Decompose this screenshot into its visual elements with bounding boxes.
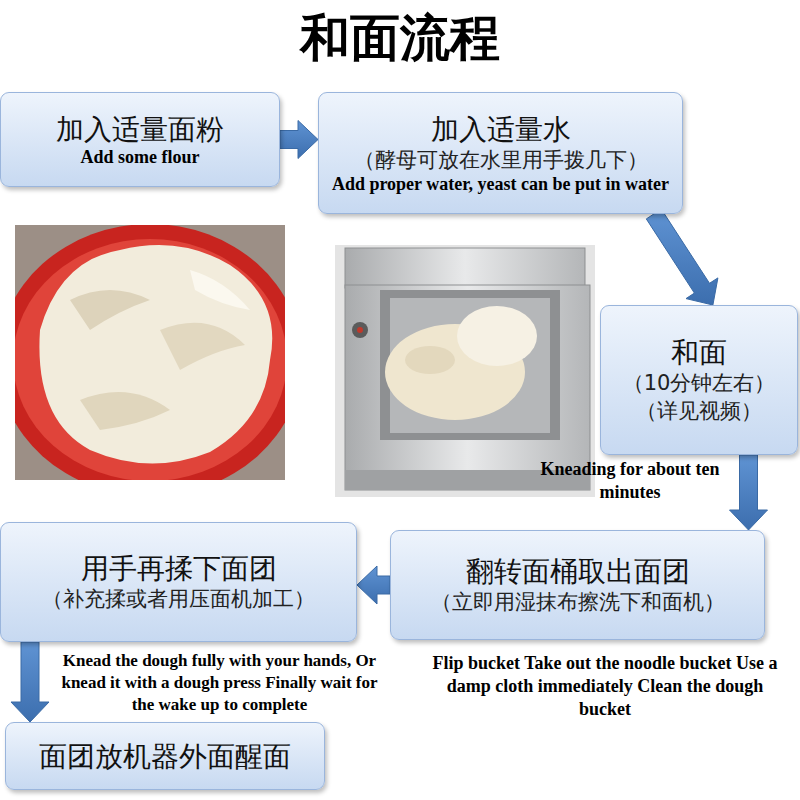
step-note: （10分钟左右） <box>623 370 776 397</box>
step-heading: 加入适量水 <box>431 112 571 147</box>
step-translation: Add proper water, yeast can be put in wa… <box>332 174 669 195</box>
step-note: （立即用湿抹布擦洗下和面机） <box>431 589 725 616</box>
flow-arrow <box>11 642 49 722</box>
process-box: 和面（10分钟左右）（详见视频） <box>600 305 798 455</box>
mixer-lid <box>345 248 585 288</box>
dough-shade <box>70 290 150 330</box>
step-note: （补充揉或者用压面机加工） <box>42 586 315 613</box>
process-box: 加入适量面粉Add some flour <box>0 92 280 187</box>
mixer-knob-light <box>357 327 363 333</box>
process-box: 面团放机器外面醒面 <box>5 722 325 790</box>
bowl-inside <box>15 239 285 480</box>
dough-shade <box>80 392 170 430</box>
process-box: 用手再揉下面团（补充揉或者用压面机加工） <box>0 522 357 642</box>
step-heading: 加入适量面粉 <box>56 112 224 147</box>
process-box: 加入适量水（酵母可放在水里用手拨几下）Add proper water, yea… <box>318 92 683 214</box>
flow-arrow <box>280 121 318 159</box>
step-translation: Add some flour <box>80 147 199 168</box>
flow-arrow <box>730 455 768 530</box>
step-heading: 用手再揉下面团 <box>81 551 277 586</box>
mixer-bucket <box>380 290 560 440</box>
english-note: Knead the dough fully with your hands, O… <box>52 650 387 715</box>
step-note: （酵母可放在水里用手拨几下） <box>354 147 648 174</box>
flow-arrow <box>357 566 390 604</box>
english-note: Kneading for about ten minutes <box>535 458 725 504</box>
dough <box>457 306 537 366</box>
flow-arrow <box>646 209 718 305</box>
step-note: （详见视频） <box>636 398 762 425</box>
step-heading: 面团放机器外面醒面 <box>39 739 291 774</box>
diagram-title: 和面流程 <box>0 8 800 68</box>
mixer-knob <box>352 322 368 338</box>
process-box: 翻转面桶取出面团（立即用湿抹布擦洗下和面机） <box>390 530 765 640</box>
dough-shade <box>405 346 455 374</box>
dough-highlight <box>190 270 250 310</box>
step-heading: 翻转面桶取出面团 <box>466 554 690 589</box>
bowl-rim <box>15 225 285 480</box>
dough <box>39 245 272 464</box>
dough-bowl-photo <box>15 225 285 480</box>
step-heading: 和面 <box>671 335 727 370</box>
dough-shade <box>160 323 245 370</box>
english-note: Flip bucket Take out the noodle bucket U… <box>430 652 780 721</box>
